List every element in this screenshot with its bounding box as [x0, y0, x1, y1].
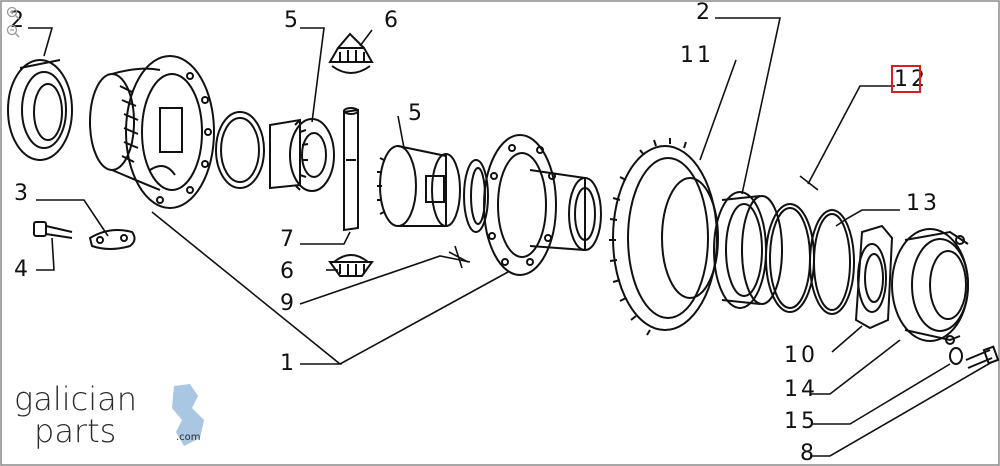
part-retaining-plate[interactable]	[854, 224, 894, 330]
part-ring-gear[interactable]	[609, 138, 719, 336]
logo-map-shape	[172, 384, 204, 446]
callout-4[interactable]: 4	[14, 257, 31, 282]
callout-13[interactable]: 13	[906, 191, 940, 216]
callout-labels: 2 5 6 2 11 12 3 5 4 7 6 13 9 1 10 14 15 …	[10, 0, 940, 466]
part-differential-housing[interactable]	[89, 55, 215, 209]
callout-7[interactable]: 7	[280, 227, 297, 252]
part-pinion-upper[interactable]	[328, 32, 374, 74]
part-circlip[interactable]	[215, 111, 265, 189]
logo-suffix: .com	[176, 432, 201, 443]
callout-10[interactable]: 10	[784, 343, 818, 368]
part-cross-shaft[interactable]	[343, 107, 359, 232]
callout-5-lower[interactable]: 5	[408, 101, 425, 126]
callout-2-left[interactable]: 2	[10, 8, 27, 33]
part-side-gear-lower[interactable]	[377, 145, 461, 227]
part-bolt-left[interactable]	[33, 221, 73, 239]
callout-15[interactable]: 15	[784, 409, 818, 434]
part-shim-rings[interactable]	[765, 203, 855, 315]
zoom-out-icon[interactable]	[6, 24, 20, 38]
callout-14[interactable]: 14	[784, 377, 818, 402]
part-differential-case[interactable]	[483, 134, 602, 276]
part-bearing-housing[interactable]	[891, 228, 969, 345]
zoom-in-icon[interactable]	[6, 6, 20, 20]
callout-8[interactable]: 8	[800, 441, 817, 466]
part-lock-tab[interactable]	[88, 229, 136, 250]
callout-2-right[interactable]: 2	[696, 0, 713, 25]
callout-3[interactable]: 3	[14, 181, 31, 206]
callout-12[interactable]: 12	[894, 67, 928, 92]
callout-6-lower[interactable]: 6	[280, 259, 297, 284]
callout-12-highlight	[891, 65, 921, 93]
callout-11[interactable]: 11	[680, 43, 714, 68]
callout-1[interactable]: 1	[280, 351, 297, 376]
callout-9[interactable]: 9	[280, 291, 297, 316]
leader-lines	[28, 17, 993, 457]
callout-5-top[interactable]: 5	[284, 8, 301, 33]
part-bolt-right[interactable]	[949, 345, 1000, 369]
part-pinion-lower[interactable]	[328, 254, 374, 277]
part-seal-left[interactable]	[7, 59, 73, 161]
logo-line1: galician	[14, 380, 137, 418]
galicianparts-logo: galician parts .com	[14, 380, 204, 450]
callout-6-top[interactable]: 6	[384, 8, 401, 33]
logo-line2: parts	[34, 412, 116, 450]
